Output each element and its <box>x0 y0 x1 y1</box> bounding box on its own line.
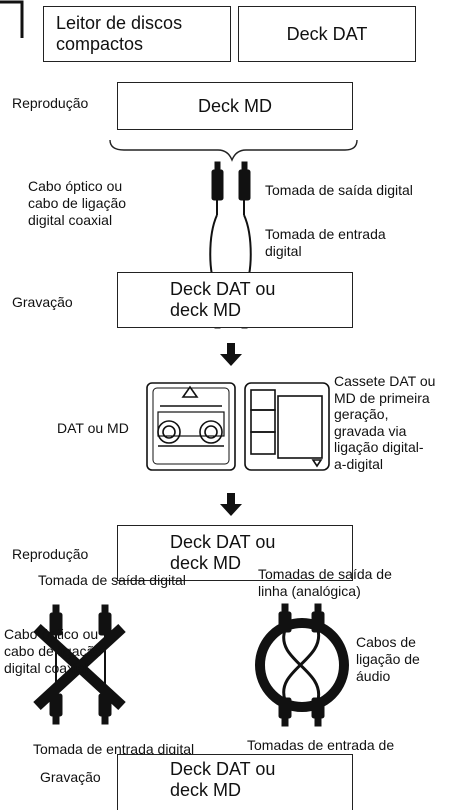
stage2-deck-box: Deck DAT ou deck MD <box>117 272 353 328</box>
digital-output-jack-label: Tomada de saída digital <box>265 182 413 198</box>
md-deck-label: Deck MD <box>197 95 272 116</box>
stage3-deck-label: Deck DAT ou deck MD <box>170 532 276 573</box>
stage4-deck-label: Deck DAT ou deck MD <box>170 758 276 800</box>
minidisc-icon <box>244 382 330 471</box>
audio-cable-label: Cabos de ligação de áudio <box>356 634 420 684</box>
digital-out-label: Tomada de saída digital <box>38 572 186 588</box>
digital-cable-crossed-out <box>33 604 126 725</box>
stage4-deck-box: Deck DAT ou deck MD <box>117 754 353 810</box>
md-deck-box: Deck MD <box>117 82 353 130</box>
stage4-side-label: Gravação <box>40 769 101 785</box>
media-side-label: DAT ou MD <box>57 420 129 436</box>
down-arrow-icon <box>220 343 242 366</box>
dat-cassette-icon <box>146 382 236 471</box>
dat-deck-box: Deck DAT <box>238 6 416 62</box>
brace <box>109 139 358 162</box>
analog-out-label: Tomadas de saída de linha (analógica) <box>258 566 392 599</box>
stage3-side-label: Reprodução <box>12 546 89 562</box>
down-arrow-icon <box>220 493 242 516</box>
stage1-side-label: Reprodução <box>12 95 89 111</box>
stage3-deck-box: Deck DAT ou deck MD <box>117 525 353 581</box>
cd-player-label: Leitor de discos compactos <box>56 13 183 54</box>
digital-in-label: Tomada de entrada digital <box>33 741 195 757</box>
dat-deck-label: Deck DAT <box>286 23 368 44</box>
media-description: Cassete DAT ou MD de primeira geração, g… <box>334 373 436 472</box>
cd-player-box: Leitor de discos compactos <box>43 6 231 62</box>
cable-label: Cabo óptico ou cabo de ligação digital c… <box>28 178 127 228</box>
crop-mark <box>0 0 24 38</box>
audio-cable-loop <box>255 603 349 727</box>
stage2-side-label: Gravação <box>12 294 73 310</box>
digital-cable-label: Cabo óptico ou cabo de ligação digital c… <box>4 626 103 676</box>
digital-input-jack-label: Tomada de entrada digital <box>265 226 386 259</box>
stage2-deck-label: Deck DAT ou deck MD <box>170 279 276 320</box>
